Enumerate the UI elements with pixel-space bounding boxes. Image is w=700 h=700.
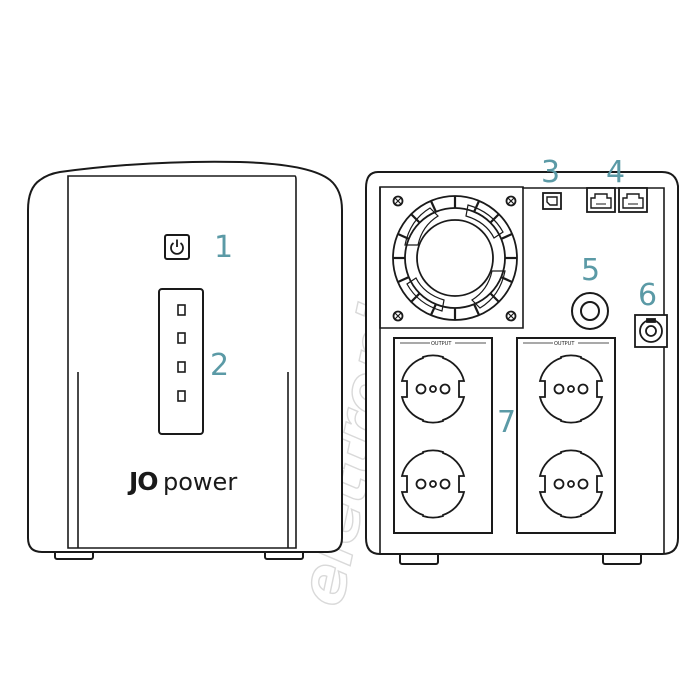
led-icon	[177, 304, 186, 316]
led-icon	[177, 361, 186, 373]
schuko-sockets	[400, 354, 604, 519]
output-label-right: OUTPUT	[554, 341, 575, 347]
schuko-socket-icon	[538, 449, 604, 519]
usb-b-icon	[542, 192, 562, 210]
fan-icon	[392, 195, 518, 322]
callout-usb-port: 3	[541, 155, 560, 190]
output-label-left: OUTPUT	[431, 341, 452, 347]
callout-rj45-ports: 4	[606, 155, 625, 190]
callout-led-indicators: 2	[210, 348, 229, 383]
front-face	[67, 175, 297, 549]
schuko-socket-icon	[400, 449, 466, 519]
iec-inlet-icon	[634, 314, 668, 348]
callout-output-sockets: 7	[497, 405, 516, 440]
brand-logo: JO power	[127, 467, 237, 496]
callout-power-button: 1	[214, 230, 233, 265]
rj45-port-2	[618, 187, 648, 213]
rj45-port-1	[586, 187, 616, 213]
breaker-icon[interactable]	[571, 292, 609, 330]
rj45-icon	[622, 193, 644, 209]
rj45-icon	[590, 193, 612, 209]
brand-logo-light: power	[163, 468, 237, 496]
power-icon	[170, 239, 184, 255]
schuko-socket-icon	[538, 354, 604, 424]
schuko-socket-icon	[400, 354, 466, 424]
led-icon	[177, 332, 186, 344]
callout-breaker: 5	[581, 253, 600, 288]
led-icon	[177, 390, 186, 402]
brand-logo-bold: JO	[127, 467, 158, 496]
power-button[interactable]	[164, 234, 190, 260]
callout-ac-input: 6	[638, 278, 657, 313]
led-indicator-panel	[158, 288, 204, 435]
